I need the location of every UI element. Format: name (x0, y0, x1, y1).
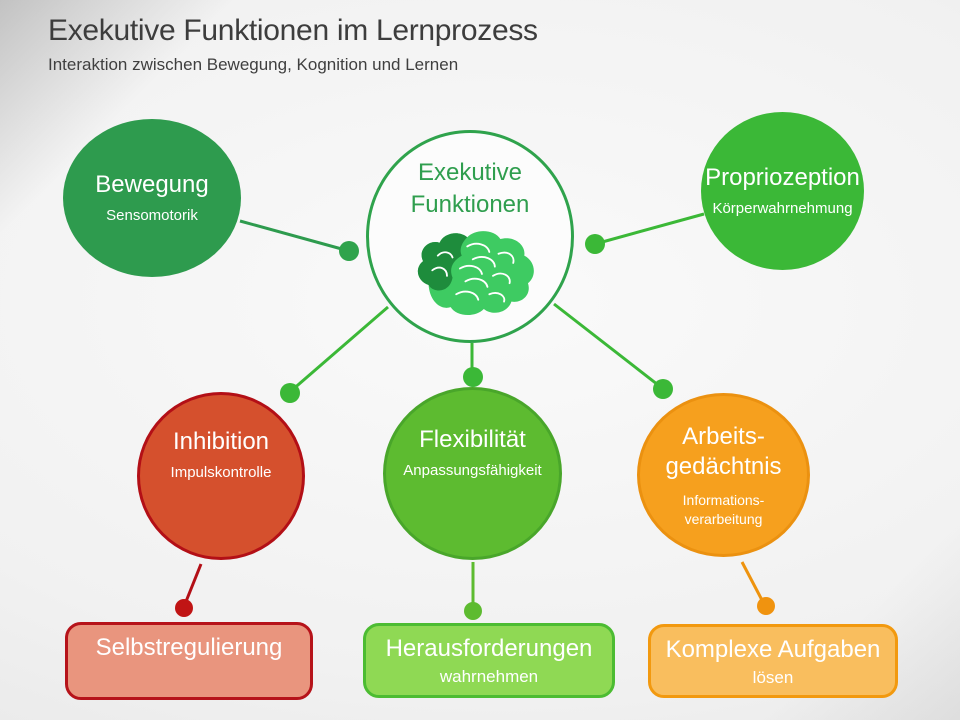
node-arbeitsgedaechtnis-title-line1: Arbeits- (682, 423, 765, 451)
node-propriozeption-subtitle: Körperwahrnehmung (712, 200, 853, 218)
connector-dot-komplexe (757, 597, 775, 615)
connector-dot-flexibilitaet (463, 367, 483, 387)
connector-inhibition-selbstregulierung (183, 563, 203, 605)
node-flexibilitaet-title: Flexibilität (419, 425, 526, 453)
outcome-selbstregulierung-label: Selbstregulierung (95, 634, 283, 661)
center-title-line2: Funktionen (410, 191, 530, 219)
page-subtitle: Interaktion zwischen Bewegung, Kognition… (48, 55, 459, 74)
connector-bewegung-center (239, 219, 350, 253)
outcome-herausforderungen: Herausforderungen wahrnehmen (363, 623, 615, 698)
outcome-herausforderungen-line1: Herausforderungen (385, 635, 593, 662)
connector-dot-inhibition (280, 383, 300, 403)
connector-center-arbeitsgedaechtnis (553, 302, 663, 390)
node-propriozeption: Propriozeption Körperwahrnehmung (701, 112, 864, 270)
node-inhibition: Inhibition Impulskontrolle (137, 392, 305, 560)
connector-dot-bewegung (339, 241, 359, 261)
node-flexibilitaet: Flexibilität Anpassungsfähigkeit (383, 387, 562, 560)
node-exekutive-funktionen: Exekutive Funktionen (366, 130, 574, 343)
connector-dot-selbstregulierung (175, 599, 193, 617)
connector-dot-propriozeption (585, 234, 605, 254)
outcome-selbstregulierung: Selbstregulierung (65, 622, 313, 700)
slide-header: Exekutive Funktionen im Lernprozess Inte… (48, 14, 538, 75)
node-bewegung-title: Bewegung (95, 171, 209, 199)
connector-dot-arbeitsgedaechtnis (653, 379, 673, 399)
connector-center-inhibition (290, 305, 389, 393)
node-arbeitsgedaechtnis: Arbeits- gedächtnis Informations- verarb… (637, 393, 810, 557)
brain-icon (417, 230, 534, 315)
node-arbeitsgedaechtnis-title-line2: gedächtnis (665, 453, 782, 481)
connector-center-propriozeption (594, 212, 705, 246)
outcome-komplexe-aufgaben-line2: lösen (752, 667, 794, 687)
node-inhibition-title: Inhibition (172, 428, 270, 456)
node-flexibilitaet-subtitle: Anpassungsfähigkeit (403, 461, 542, 479)
node-propriozeption-title: Propriozeption (705, 164, 860, 192)
outcome-komplexe-aufgaben-line1: Komplexe Aufgaben (665, 636, 881, 663)
node-arbeitsgedaechtnis-subtitle-line2: verarbeitung (684, 510, 763, 527)
node-bewegung: Bewegung Sensomotorik (63, 119, 241, 277)
page-title: Exekutive Funktionen im Lernprozess (48, 14, 538, 47)
node-arbeitsgedaechtnis-subtitle-line1: Informations- (682, 492, 765, 509)
outcome-herausforderungen-line2: wahrnehmen (439, 666, 539, 686)
connector-dot-herausforderungen (464, 602, 482, 620)
node-inhibition-subtitle: Impulskontrolle (170, 464, 272, 482)
node-bewegung-subtitle: Sensomotorik (106, 207, 198, 225)
connector-arbeitsgedaechtnis-komplexe (740, 561, 765, 603)
center-title-line1: Exekutive (417, 159, 523, 186)
outcome-komplexe-aufgaben: Komplexe Aufgaben lösen (648, 624, 898, 698)
